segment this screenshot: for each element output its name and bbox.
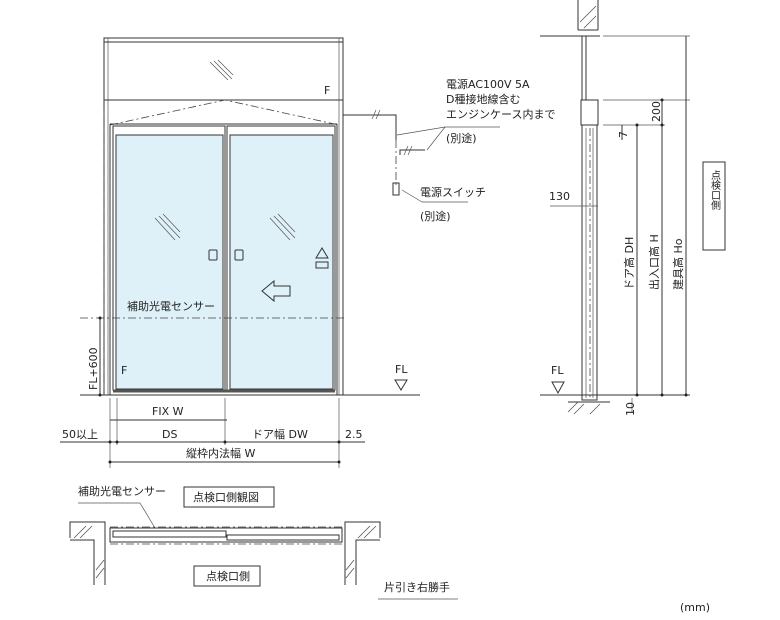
power-switch-label: 電源スイッチ (420, 185, 486, 199)
power-spec-line3: エンジンケース内まで (446, 107, 555, 121)
plan-door-frame (109, 527, 343, 543)
slide-direction-arrow-icon (261, 279, 291, 303)
dim-200-label: 200 (650, 101, 663, 122)
power-switch-icon (392, 182, 400, 196)
min-50-label: 50以上 (62, 428, 98, 441)
fl-marker-icon (551, 381, 565, 395)
fl-600-label: FL+600 (87, 347, 100, 390)
glass-glare-icon (269, 213, 296, 241)
power-spec-line2: D種接地線含む (446, 92, 520, 106)
fix-width-label: FIX W (152, 405, 184, 418)
handle-icon (234, 249, 244, 261)
warning-triangle-icon (315, 247, 329, 269)
plan-fix-panel (112, 530, 227, 538)
plan-inspection-side-label: 点検口側 (206, 569, 250, 583)
door-height-label: ドア高 DH (622, 237, 636, 290)
width-dimensions: FIX W 50以上 DS ドア幅 DW 2.5 縦枠内法幅 W (60, 398, 365, 468)
section-fl-label: FL (551, 364, 564, 377)
side-section: 7 200 ドア高 DH 出入口高 H 建具高 Ho 130 10 FL 点検口… (540, 0, 726, 416)
dim-130-label: 130 (549, 190, 570, 203)
inner-width-label: 縦枠内法幅 W (186, 446, 255, 460)
handing-label: 片引き右勝手 (384, 580, 450, 594)
fl-marker-icon (394, 379, 408, 391)
inspection-side-label-vertical: 点検口側 (709, 170, 721, 210)
fl-label: FL (395, 363, 408, 376)
inspection-side-box (702, 161, 726, 251)
fix-glass-panel (115, 134, 224, 390)
fitting-height-label: 建具高 Ho (671, 238, 685, 290)
fix-label-top: F (324, 84, 330, 97)
separate-label-1: (別途) (446, 131, 477, 145)
view-title-label: 点検口側観図 (193, 490, 259, 504)
plan-door-panel (226, 534, 340, 541)
power-spec-line1: 電源AC100V 5A (446, 77, 530, 91)
plan-view: 補助光電センサー 点検口側観図 点検口側 片引き右勝手 (69, 484, 458, 600)
sensor-label: 補助光電センサー (127, 299, 215, 313)
separate-label-2: (別途) (420, 209, 451, 223)
gap-label: 2.5 (345, 428, 363, 441)
plan-sensor-label: 補助光電センサー (78, 484, 166, 498)
handle-icon (208, 249, 218, 261)
door-opening-line (109, 99, 340, 126)
fix-label-bottom: F (121, 364, 127, 377)
glass-glare-icon (209, 59, 234, 81)
ds-label: DS (162, 428, 177, 441)
front-elevation: F 補助光電センサー F FL+600 FL (80, 37, 420, 397)
unit-label: (mm) (680, 601, 710, 614)
dim-10-label: 10 (624, 402, 637, 416)
glass-glare-icon (154, 213, 181, 241)
dim-7-label: 7 (617, 131, 630, 138)
door-width-label: ドア幅 DW (252, 428, 308, 441)
entrance-height-label: 出入口高 H (647, 234, 661, 290)
inspection-side-box-plan (193, 565, 261, 587)
power-note: 電源AC100V 5A D種接地線含む エンジンケース内まで (別途) 電源スイ… (343, 77, 555, 223)
view-title-box (183, 486, 275, 508)
